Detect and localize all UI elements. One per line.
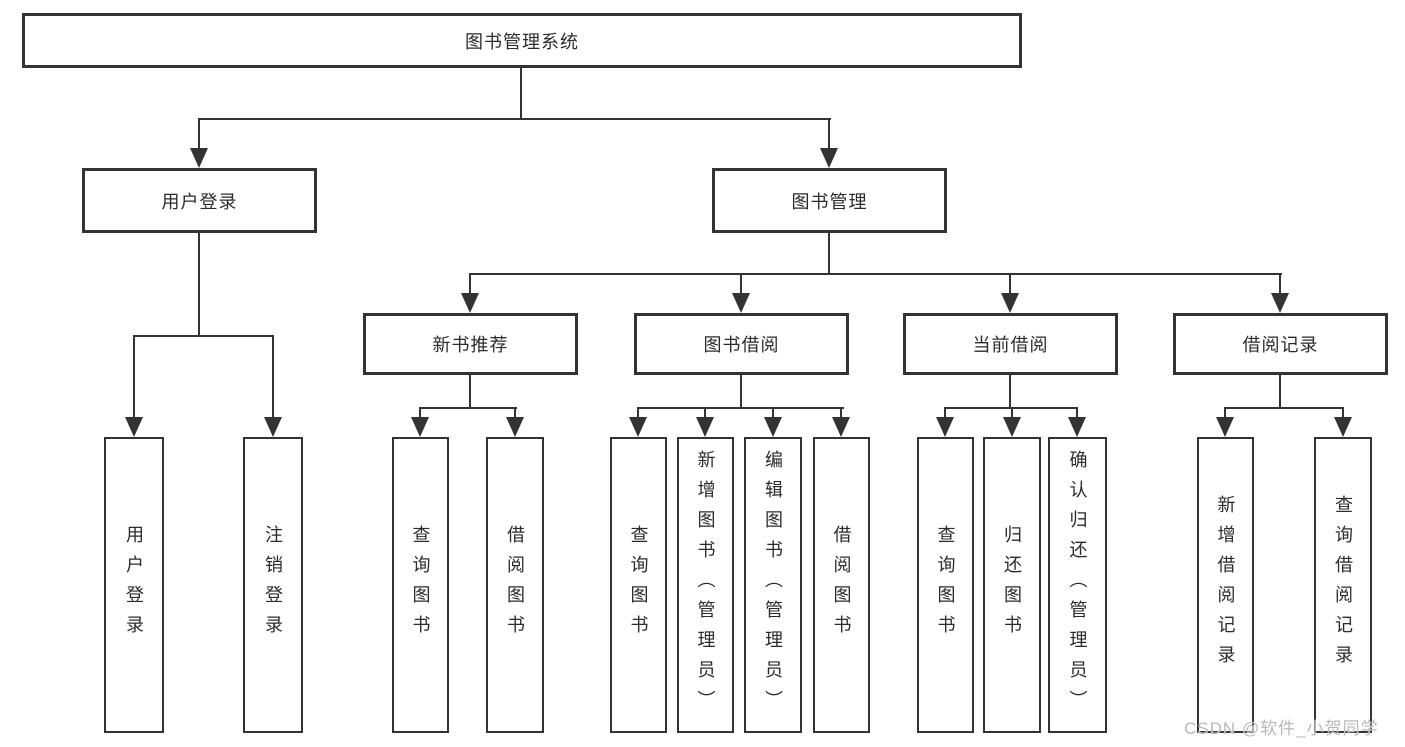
leaf-return-book: 归还图书 xyxy=(983,437,1041,733)
connector-line xyxy=(1279,273,1281,297)
connector-line xyxy=(704,407,706,419)
connector-line xyxy=(772,407,774,419)
leaf-search-borrow-record: 查询借阅记录 xyxy=(1314,437,1372,733)
connector-line xyxy=(520,68,522,120)
connector-line xyxy=(469,273,471,297)
connector-line xyxy=(840,407,842,419)
leaf-logout: 注销登录 xyxy=(243,437,303,733)
connector-line xyxy=(419,407,517,409)
arrowhead-icon xyxy=(629,417,647,437)
leaf-confirm-return-admin: 确认归还（管理员） xyxy=(1048,437,1107,733)
arrowhead-icon xyxy=(696,417,714,437)
node-new-book-recommend: 新书推荐 xyxy=(363,313,578,375)
csdn-watermark: CSDN @软件_小贺同学 xyxy=(1184,719,1379,738)
node-borrowing-records: 借阅记录 xyxy=(1173,313,1388,375)
connector-line xyxy=(740,273,742,297)
arrowhead-icon xyxy=(1334,417,1352,437)
node-current-borrowing: 当前借阅 xyxy=(903,313,1118,375)
connector-line xyxy=(133,335,274,337)
connector-line xyxy=(1009,375,1011,409)
connector-line xyxy=(740,375,742,409)
connector-line xyxy=(1279,375,1281,409)
arrowhead-icon xyxy=(764,417,782,437)
leaf-search-books-recommend: 查询图书 xyxy=(392,437,449,733)
connector-line xyxy=(419,407,421,419)
connector-line xyxy=(1009,273,1011,297)
arrowhead-icon xyxy=(190,148,208,168)
connector-line xyxy=(1011,407,1013,419)
arrowhead-icon xyxy=(125,417,143,437)
node-book-management: 图书管理 xyxy=(712,168,947,233)
leaf-edit-book-admin: 编辑图书（管理员） xyxy=(744,437,802,733)
connector-line xyxy=(198,233,200,337)
arrowhead-icon xyxy=(1001,293,1019,313)
connector-line xyxy=(1224,407,1344,409)
leaf-add-book-admin: 新增图书（管理员） xyxy=(677,437,734,733)
arrowhead-icon xyxy=(1003,417,1021,437)
arrowhead-icon xyxy=(1271,293,1289,313)
connector-line xyxy=(637,407,639,419)
connector-line xyxy=(944,407,946,419)
connector-line xyxy=(469,375,471,409)
arrowhead-icon xyxy=(1216,417,1234,437)
connector-line xyxy=(1224,407,1226,419)
connector-line xyxy=(133,335,135,419)
connector-line xyxy=(198,118,831,120)
arrowhead-icon xyxy=(820,148,838,168)
leaf-user-login: 用户登录 xyxy=(104,437,164,733)
leaf-search-books-current: 查询图书 xyxy=(917,437,974,733)
leaf-borrow-books: 借阅图书 xyxy=(813,437,870,733)
arrowhead-icon xyxy=(461,293,479,313)
connector-line xyxy=(198,118,200,152)
connector-line xyxy=(828,233,830,275)
connector-line xyxy=(514,407,516,419)
arrowhead-icon xyxy=(936,417,954,437)
connector-line xyxy=(637,407,844,409)
arrowhead-icon xyxy=(411,417,429,437)
node-book-borrowing: 图书借阅 xyxy=(634,313,849,375)
connector-line xyxy=(828,118,830,152)
leaf-search-books-borrowing: 查询图书 xyxy=(610,437,667,733)
leaf-add-borrow-record: 新增借阅记录 xyxy=(1197,437,1254,733)
connector-line xyxy=(469,273,1282,275)
leaf-borrow-books-recommend: 借阅图书 xyxy=(486,437,544,733)
arrowhead-icon xyxy=(506,417,524,437)
node-root-library-management-system: 图书管理系统 xyxy=(22,13,1022,68)
arrowhead-icon xyxy=(732,293,750,313)
connector-line xyxy=(1076,407,1078,419)
arrowhead-icon xyxy=(1068,417,1086,437)
node-user-login: 用户登录 xyxy=(82,168,317,233)
connector-line xyxy=(1342,407,1344,419)
arrowhead-icon xyxy=(264,417,282,437)
arrowhead-icon xyxy=(832,417,850,437)
connector-line xyxy=(272,335,274,419)
